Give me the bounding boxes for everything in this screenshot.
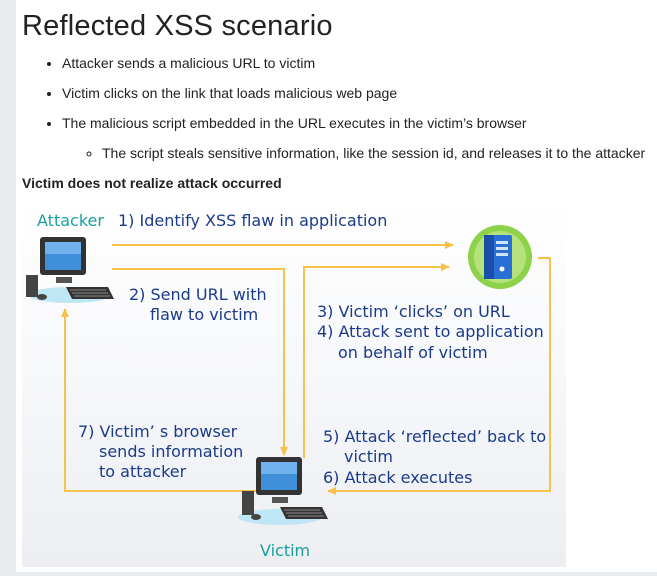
- slide-page: Reflected XSS scenario Attacker sends a …: [16, 0, 657, 572]
- attacker-computer-icon: [26, 237, 114, 303]
- arrow-step3-4: [303, 263, 450, 458]
- arrow-step5-6: [327, 257, 551, 495]
- attacker-label: Attacker: [37, 211, 104, 230]
- flow-arrows: [26, 225, 551, 525]
- sub-bullet-list: The script steals sensitive information,…: [62, 138, 645, 168]
- arrow-step7: [61, 308, 262, 492]
- step3-label: 3) Victim ‘clicks’ on URL: [317, 302, 510, 321]
- server-icon: [468, 225, 532, 289]
- sub-bullet-item: The script steals sensitive information,…: [102, 138, 645, 168]
- victim-computer-icon: [238, 457, 328, 525]
- bullet-list: Attacker sends a malicious URL to victim…: [22, 48, 645, 168]
- step7-label-line1: 7) Victim’ s browser: [78, 422, 238, 441]
- bullet-item: Victim clicks on the link that loads mal…: [62, 78, 645, 108]
- reflected-xss-diagram: Attacker Victim 1) Identify XSS flaw in …: [22, 203, 566, 567]
- step1-label: 1) Identify XSS flaw in application: [118, 211, 388, 230]
- step4-label-line2: on behalf of victim: [338, 343, 488, 362]
- step6-label: 6) Attack executes: [323, 468, 473, 487]
- page-title: Reflected XSS scenario: [22, 10, 333, 42]
- step5-label-line1: 5) Attack ‘reflected’ back to: [323, 427, 547, 446]
- step5-label-line2: victim: [344, 447, 394, 466]
- step7-label-line2: sends information: [99, 442, 244, 461]
- step2-label-line2: flaw to victim: [150, 305, 259, 324]
- bullet-item: The malicious script embedded in the URL…: [62, 108, 645, 138]
- victim-label: Victim: [260, 541, 311, 560]
- attack-note: Victim does not realize attack occurred: [22, 175, 282, 191]
- step7-label-line3: to attacker: [99, 462, 187, 481]
- step2-label-line1: 2) Send URL with: [129, 285, 267, 304]
- step4-label-line1: 4) Attack sent to application: [317, 322, 544, 341]
- arrow-step2: [112, 268, 288, 456]
- bullet-item: Attacker sends a malicious URL to victim: [62, 48, 645, 78]
